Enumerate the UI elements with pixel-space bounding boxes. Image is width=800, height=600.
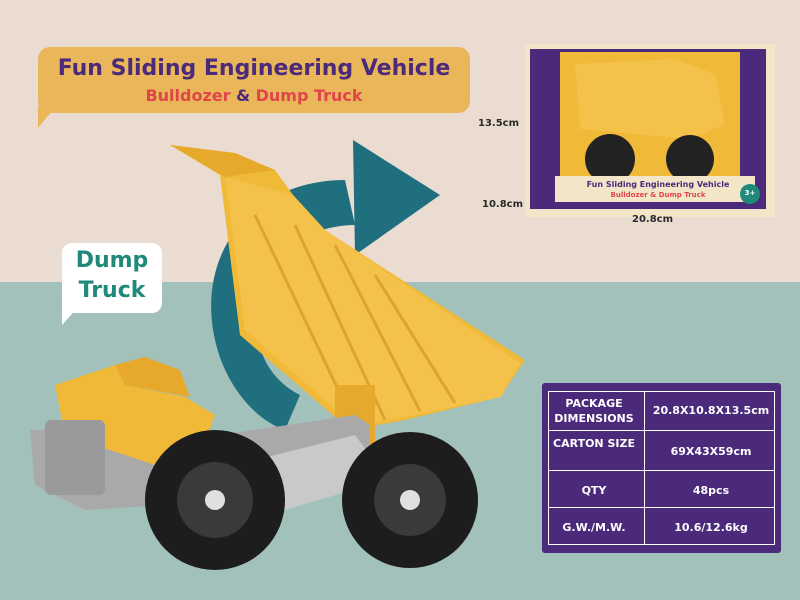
specs-table-divider bbox=[644, 391, 645, 545]
headline-bubble bbox=[38, 47, 470, 113]
specs-row-divider bbox=[548, 507, 775, 508]
subtitle-bulldozer: Bulldozer bbox=[145, 86, 231, 105]
width-dimension: 20.8cm bbox=[632, 214, 674, 225]
specs-value: 10.6/12.6kg bbox=[674, 521, 748, 534]
specs-row: QTY 48pcs bbox=[548, 483, 775, 501]
product-label: Dump Truck bbox=[62, 246, 162, 306]
subtitle-dump-truck: Dump Truck bbox=[255, 86, 363, 105]
specs-row-divider bbox=[548, 470, 775, 471]
age-badge: 3+ bbox=[744, 189, 756, 197]
headline-title: Fun Sliding Engineering Vehicle bbox=[57, 56, 451, 81]
product-label-line1: Dump bbox=[75, 248, 149, 273]
specs-row: CARTON SIZE 69X43X59cm bbox=[548, 436, 775, 466]
headline-bubble-tail bbox=[38, 106, 56, 128]
specs-label: CARTON SIZE bbox=[553, 437, 635, 450]
dump-truck-toy-image bbox=[30, 145, 525, 570]
specs-value: 20.8X10.8X13.5cm bbox=[652, 404, 770, 417]
box-title: Fun Sliding Engineering Vehicle bbox=[586, 180, 730, 189]
product-label-tail bbox=[62, 305, 80, 325]
specs-row-divider bbox=[548, 430, 775, 431]
specs-label: QTY bbox=[581, 484, 607, 497]
specs-label: PACKAGE DIMENSIONS bbox=[554, 397, 634, 425]
box-subtitle: Bulldozer & Dump Truck bbox=[610, 191, 706, 199]
depth-dimension: 10.8cm bbox=[482, 199, 524, 210]
specs-table-frame bbox=[548, 391, 775, 545]
package-box-photo: Fun Sliding Engineering Vehicle Bulldoze… bbox=[525, 44, 775, 217]
product-label-bubble bbox=[62, 243, 162, 313]
height-dimension: 13.5cm bbox=[478, 118, 520, 129]
specs-value: 69X43X59cm bbox=[670, 445, 752, 458]
product-label-line2: Truck bbox=[78, 278, 146, 303]
specs-row: G.W./M.W. 10.6/12.6kg bbox=[548, 520, 775, 538]
specs-value: 48pcs bbox=[692, 484, 730, 497]
specs-table: PACKAGE DIMENSIONS 20.8X10.8X13.5cm CART… bbox=[542, 383, 781, 553]
subtitle-amp: & bbox=[236, 86, 251, 105]
specs-label: G.W./M.W. bbox=[562, 521, 626, 534]
headline-subtitle: Bulldozer & Dump Truck bbox=[38, 86, 470, 105]
specs-row: PACKAGE DIMENSIONS 20.8X10.8X13.5cm bbox=[548, 396, 775, 426]
